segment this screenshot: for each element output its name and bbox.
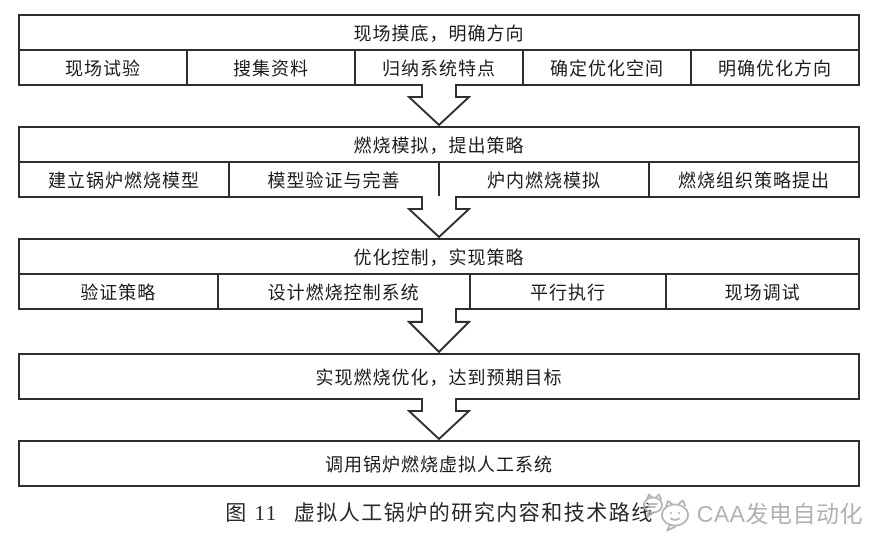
stage-items: 现场试验 搜集资料 归纳系统特点 确定优化空间 明确优化方向 xyxy=(20,51,858,84)
stage-cell: 验证策略 xyxy=(20,275,219,308)
stage-cell: 现场试验 xyxy=(20,51,188,84)
stage-optimal-control: 优化控制，实现策略 验证策略 设计燃烧控制系统 平行执行 现场调试 xyxy=(18,238,860,310)
stage-title: 实现燃烧优化，达到预期目标 xyxy=(315,367,563,388)
flow-connector xyxy=(18,308,860,353)
stage-cell: 搜集资料 xyxy=(188,51,356,84)
stage-cell: 确定优化空间 xyxy=(524,51,692,84)
watermark-text: CAA发电自动化 xyxy=(696,501,863,527)
flow-diagram: 现场摸底，明确方向 现场试验 搜集资料 归纳系统特点 确定优化空间 明确优化方向… xyxy=(18,14,860,487)
stage-items: 建立锅炉燃烧模型 模型验证与完善 炉内燃烧模拟 燃烧组织策略提出 xyxy=(20,163,858,196)
stage-optimization-goal: 实现燃烧优化，达到预期目标 xyxy=(18,353,860,400)
stage-title: 燃烧模拟，提出策略 xyxy=(20,128,858,163)
block-arrow-down-icon xyxy=(407,398,471,440)
stage-cell: 模型验证与完善 xyxy=(230,163,440,196)
flow-connector xyxy=(18,84,860,126)
stage-cell: 现场调试 xyxy=(724,282,801,303)
stage-cell: 归纳系统特点 xyxy=(356,51,524,84)
caa-cat-chat-logo-icon xyxy=(642,493,689,532)
stage-items: 验证策略 设计燃烧控制系统 平行执行 现场调试 xyxy=(20,275,858,308)
stage-cell: 平行执行 xyxy=(471,275,668,308)
stage-cell: 设计燃烧控制系统 xyxy=(219,275,471,308)
block-arrow-down-icon xyxy=(407,196,471,238)
stage-virtual-artificial-system: 调用锅炉燃烧虚拟人工系统 xyxy=(18,440,860,487)
flow-connector xyxy=(18,196,860,238)
stage-field-survey: 现场摸底，明确方向 现场试验 搜集资料 归纳系统特点 确定优化空间 明确优化方向 xyxy=(18,14,860,86)
stage-combustion-simulation: 燃烧模拟，提出策略 建立锅炉燃烧模型 模型验证与完善 炉内燃烧模拟 燃烧组织策略… xyxy=(18,126,860,198)
flowchart-page: 现场摸底，明确方向 现场试验 搜集资料 归纳系统特点 确定优化空间 明确优化方向… xyxy=(0,14,879,551)
stage-cell: 明确优化方向 xyxy=(718,58,832,79)
stage-cell: 炉内燃烧模拟 xyxy=(440,163,650,196)
figure-title: 虚拟人工锅炉的研究内容和技术路线 xyxy=(293,501,654,525)
block-arrow-down-icon xyxy=(407,84,471,126)
figure-caption: 图 11 虚拟人工锅炉的研究内容和技术路线 xyxy=(0,497,879,527)
stage-title: 现场摸底，明确方向 xyxy=(20,16,858,51)
stage-title: 优化控制，实现策略 xyxy=(20,240,858,275)
stage-cell: 建立锅炉燃烧模型 xyxy=(20,163,230,196)
block-arrow-down-icon xyxy=(407,308,471,353)
figure-label: 图 11 xyxy=(225,501,278,525)
stage-cell: 燃烧组织策略提出 xyxy=(678,170,830,191)
stage-title: 调用锅炉燃烧虚拟人工系统 xyxy=(325,454,553,475)
watermark: CAA发电自动化 xyxy=(640,492,863,532)
flow-connector xyxy=(18,398,860,440)
